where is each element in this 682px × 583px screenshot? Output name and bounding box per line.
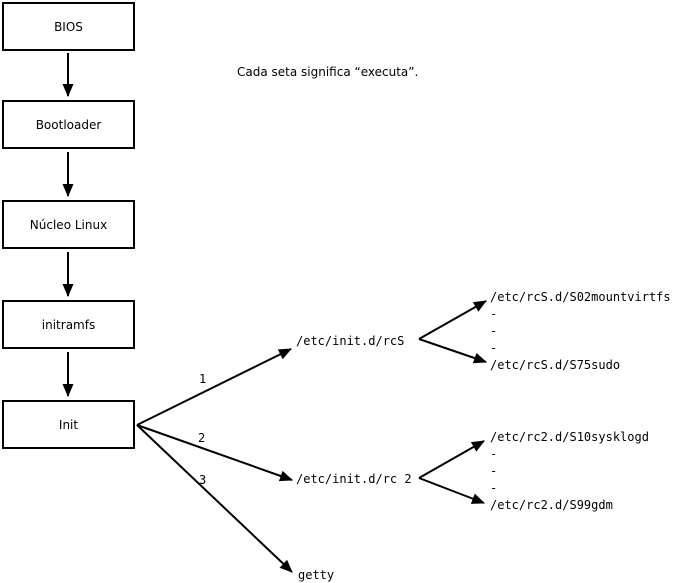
node-rcs-s75sudo: /etc/rcS.d/S75sudo — [490, 358, 621, 372]
node-getty: getty — [298, 568, 335, 582]
node-linux-kernel-label: Núcleo Linux — [29, 217, 108, 232]
arrow-init-getty — [136, 424, 293, 573]
ellipsis-dash: - — [490, 464, 498, 478]
arrow-rc2-s99gdm — [418, 477, 485, 504]
ellipsis-dash: - — [490, 447, 498, 461]
arrow-rc2-s10sysklogd — [418, 440, 485, 479]
node-init-label: Init — [58, 417, 79, 432]
node-linux-kernel: Núcleo Linux — [2, 200, 135, 249]
arrow-rcs-s75sudo — [418, 338, 487, 364]
ellipsis-dash: - — [490, 324, 498, 338]
node-initramfs: initramfs — [2, 300, 135, 349]
arrow-init-rc2 — [136, 424, 293, 482]
node-bootloader: Bootloader — [2, 100, 135, 149]
arrow-rcs-s02mountvirtfs — [418, 300, 487, 340]
ellipsis-dash: - — [490, 307, 498, 321]
rc2-script-list: /etc/rc2.d/S10sysklogd - - - /etc/rc2.d/… — [490, 429, 649, 514]
rcs-script-list: /etc/rcS.d/S02mountvirtfs - - - /etc/rcS… — [490, 289, 671, 374]
node-bootloader-label: Bootloader — [35, 117, 102, 132]
node-rc2-s99gdm: /etc/rc2.d/S99gdm — [490, 498, 613, 512]
branch-label-2: 2 — [198, 431, 206, 445]
node-etc-init-d-rc2: /etc/init.d/rc 2 — [296, 472, 412, 486]
node-bios-label: BIOS — [54, 19, 83, 34]
node-init: Init — [2, 400, 135, 449]
branch-label-1: 1 — [199, 372, 207, 386]
node-etc-init-d-rcs: /etc/init.d/rcS — [296, 334, 405, 348]
ellipsis-dash: - — [490, 481, 498, 495]
arrow-init-rcs — [136, 348, 292, 426]
ellipsis-dash: - — [490, 341, 498, 355]
node-initramfs-label: initramfs — [41, 317, 96, 332]
node-rcs-s02mountvirtfs: /etc/rcS.d/S02mountvirtfs — [490, 290, 671, 304]
legend-note: Cada seta significa “executa”. — [237, 65, 419, 79]
node-rc2-s10sysklogd: /etc/rc2.d/S10sysklogd — [490, 430, 649, 444]
branch-label-3: 3 — [199, 473, 207, 487]
node-bios: BIOS — [2, 2, 135, 51]
